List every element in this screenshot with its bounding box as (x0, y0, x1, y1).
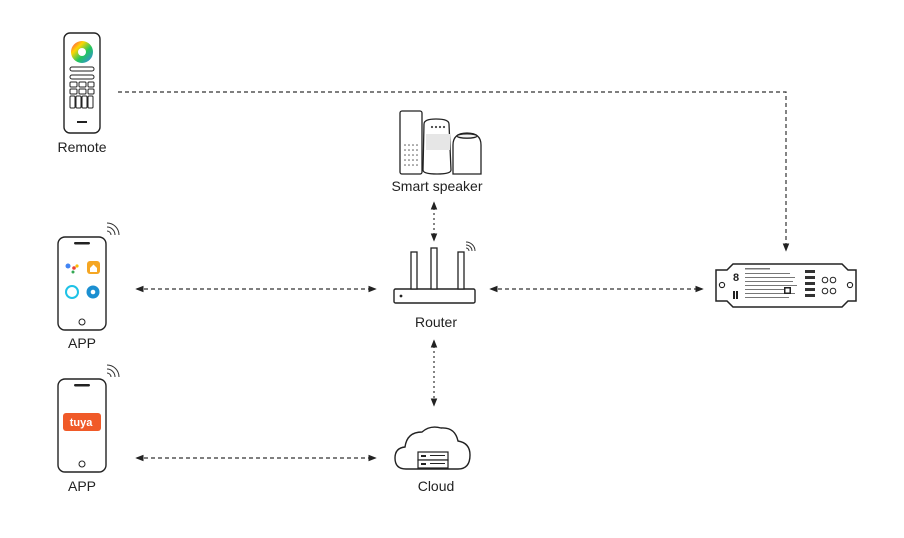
router-label: Router (414, 314, 458, 330)
rf-remote-icon (63, 32, 101, 134)
google-assistant-icon (65, 263, 79, 274)
wifi-signal-icon (106, 364, 120, 378)
cloud-label: Cloud (417, 478, 455, 494)
smartphone-icon (57, 236, 107, 331)
smartthings-icon (86, 285, 100, 299)
connector-remote-to-controller (118, 91, 790, 252)
router-icon (393, 247, 476, 304)
smart-speaker-label: Smart speaker (391, 178, 483, 194)
controller-label: 8 (733, 272, 739, 284)
tuya-logo-text: tuya (70, 417, 94, 429)
alexa-icon (65, 285, 79, 299)
tuya-app-icon: tuya (63, 413, 101, 431)
smartphone-icon: tuya (57, 378, 107, 473)
smart-speaker-icon (399, 110, 482, 175)
wifi-signal-icon (106, 222, 120, 236)
app-tuya-label: APP (67, 478, 96, 494)
home-app-icon (87, 261, 100, 274)
remote-label: Remote (57, 139, 107, 155)
wifi-signal-icon (465, 241, 476, 252)
app-ecosystem-label: APP (67, 335, 96, 351)
led-controller-icon: 8 (715, 263, 857, 308)
cloud-server-icon (394, 426, 471, 470)
